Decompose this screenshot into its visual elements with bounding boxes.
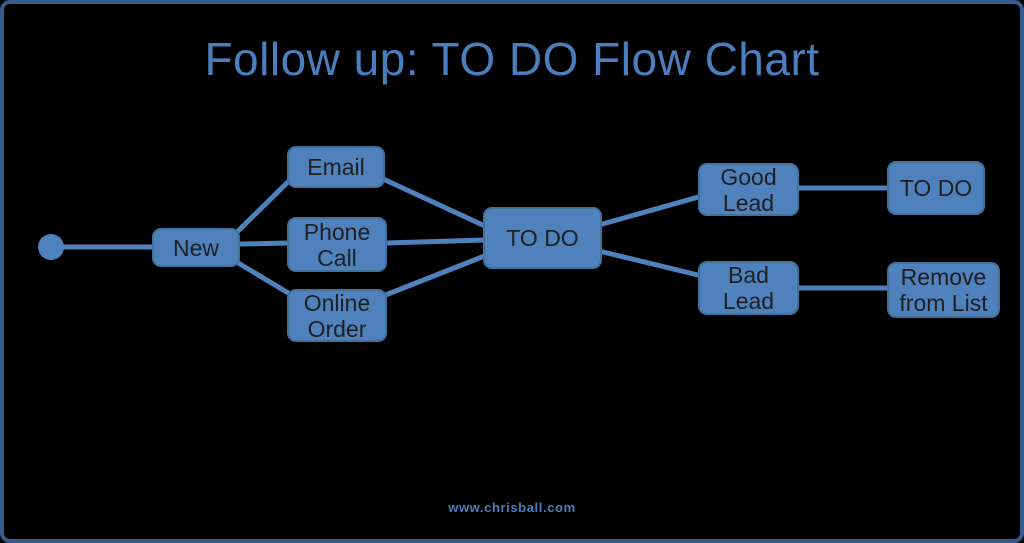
edge-online-order-todo <box>382 252 488 299</box>
edge-todo-bad-lead <box>598 248 703 279</box>
node-remove-from-list: Remove from List <box>887 262 1000 318</box>
edge-email-todo <box>379 175 489 230</box>
node-email: Email <box>287 146 385 188</box>
edge-new-phone-call <box>239 240 290 247</box>
footer-url: www.chrisball.com <box>448 500 576 515</box>
node-todo-followup: TO DO <box>887 161 985 215</box>
start-dot <box>38 234 64 260</box>
edge-new-email <box>233 174 296 236</box>
edge-todo-good-lead <box>598 193 703 228</box>
node-bad-lead: Bad Lead <box>698 261 799 315</box>
node-new: New <box>152 228 240 267</box>
edge-new-online-order <box>233 258 297 300</box>
connector-lines <box>51 174 888 300</box>
page-title: Follow up: TO DO Flow Chart <box>204 33 820 85</box>
node-good-lead: Good Lead <box>698 163 799 216</box>
node-online-order: Online Order <box>287 289 387 342</box>
node-phone-call: Phone Call <box>287 217 387 272</box>
node-todo: TO DO <box>483 207 602 269</box>
edge-phone-call-todo <box>386 237 485 246</box>
